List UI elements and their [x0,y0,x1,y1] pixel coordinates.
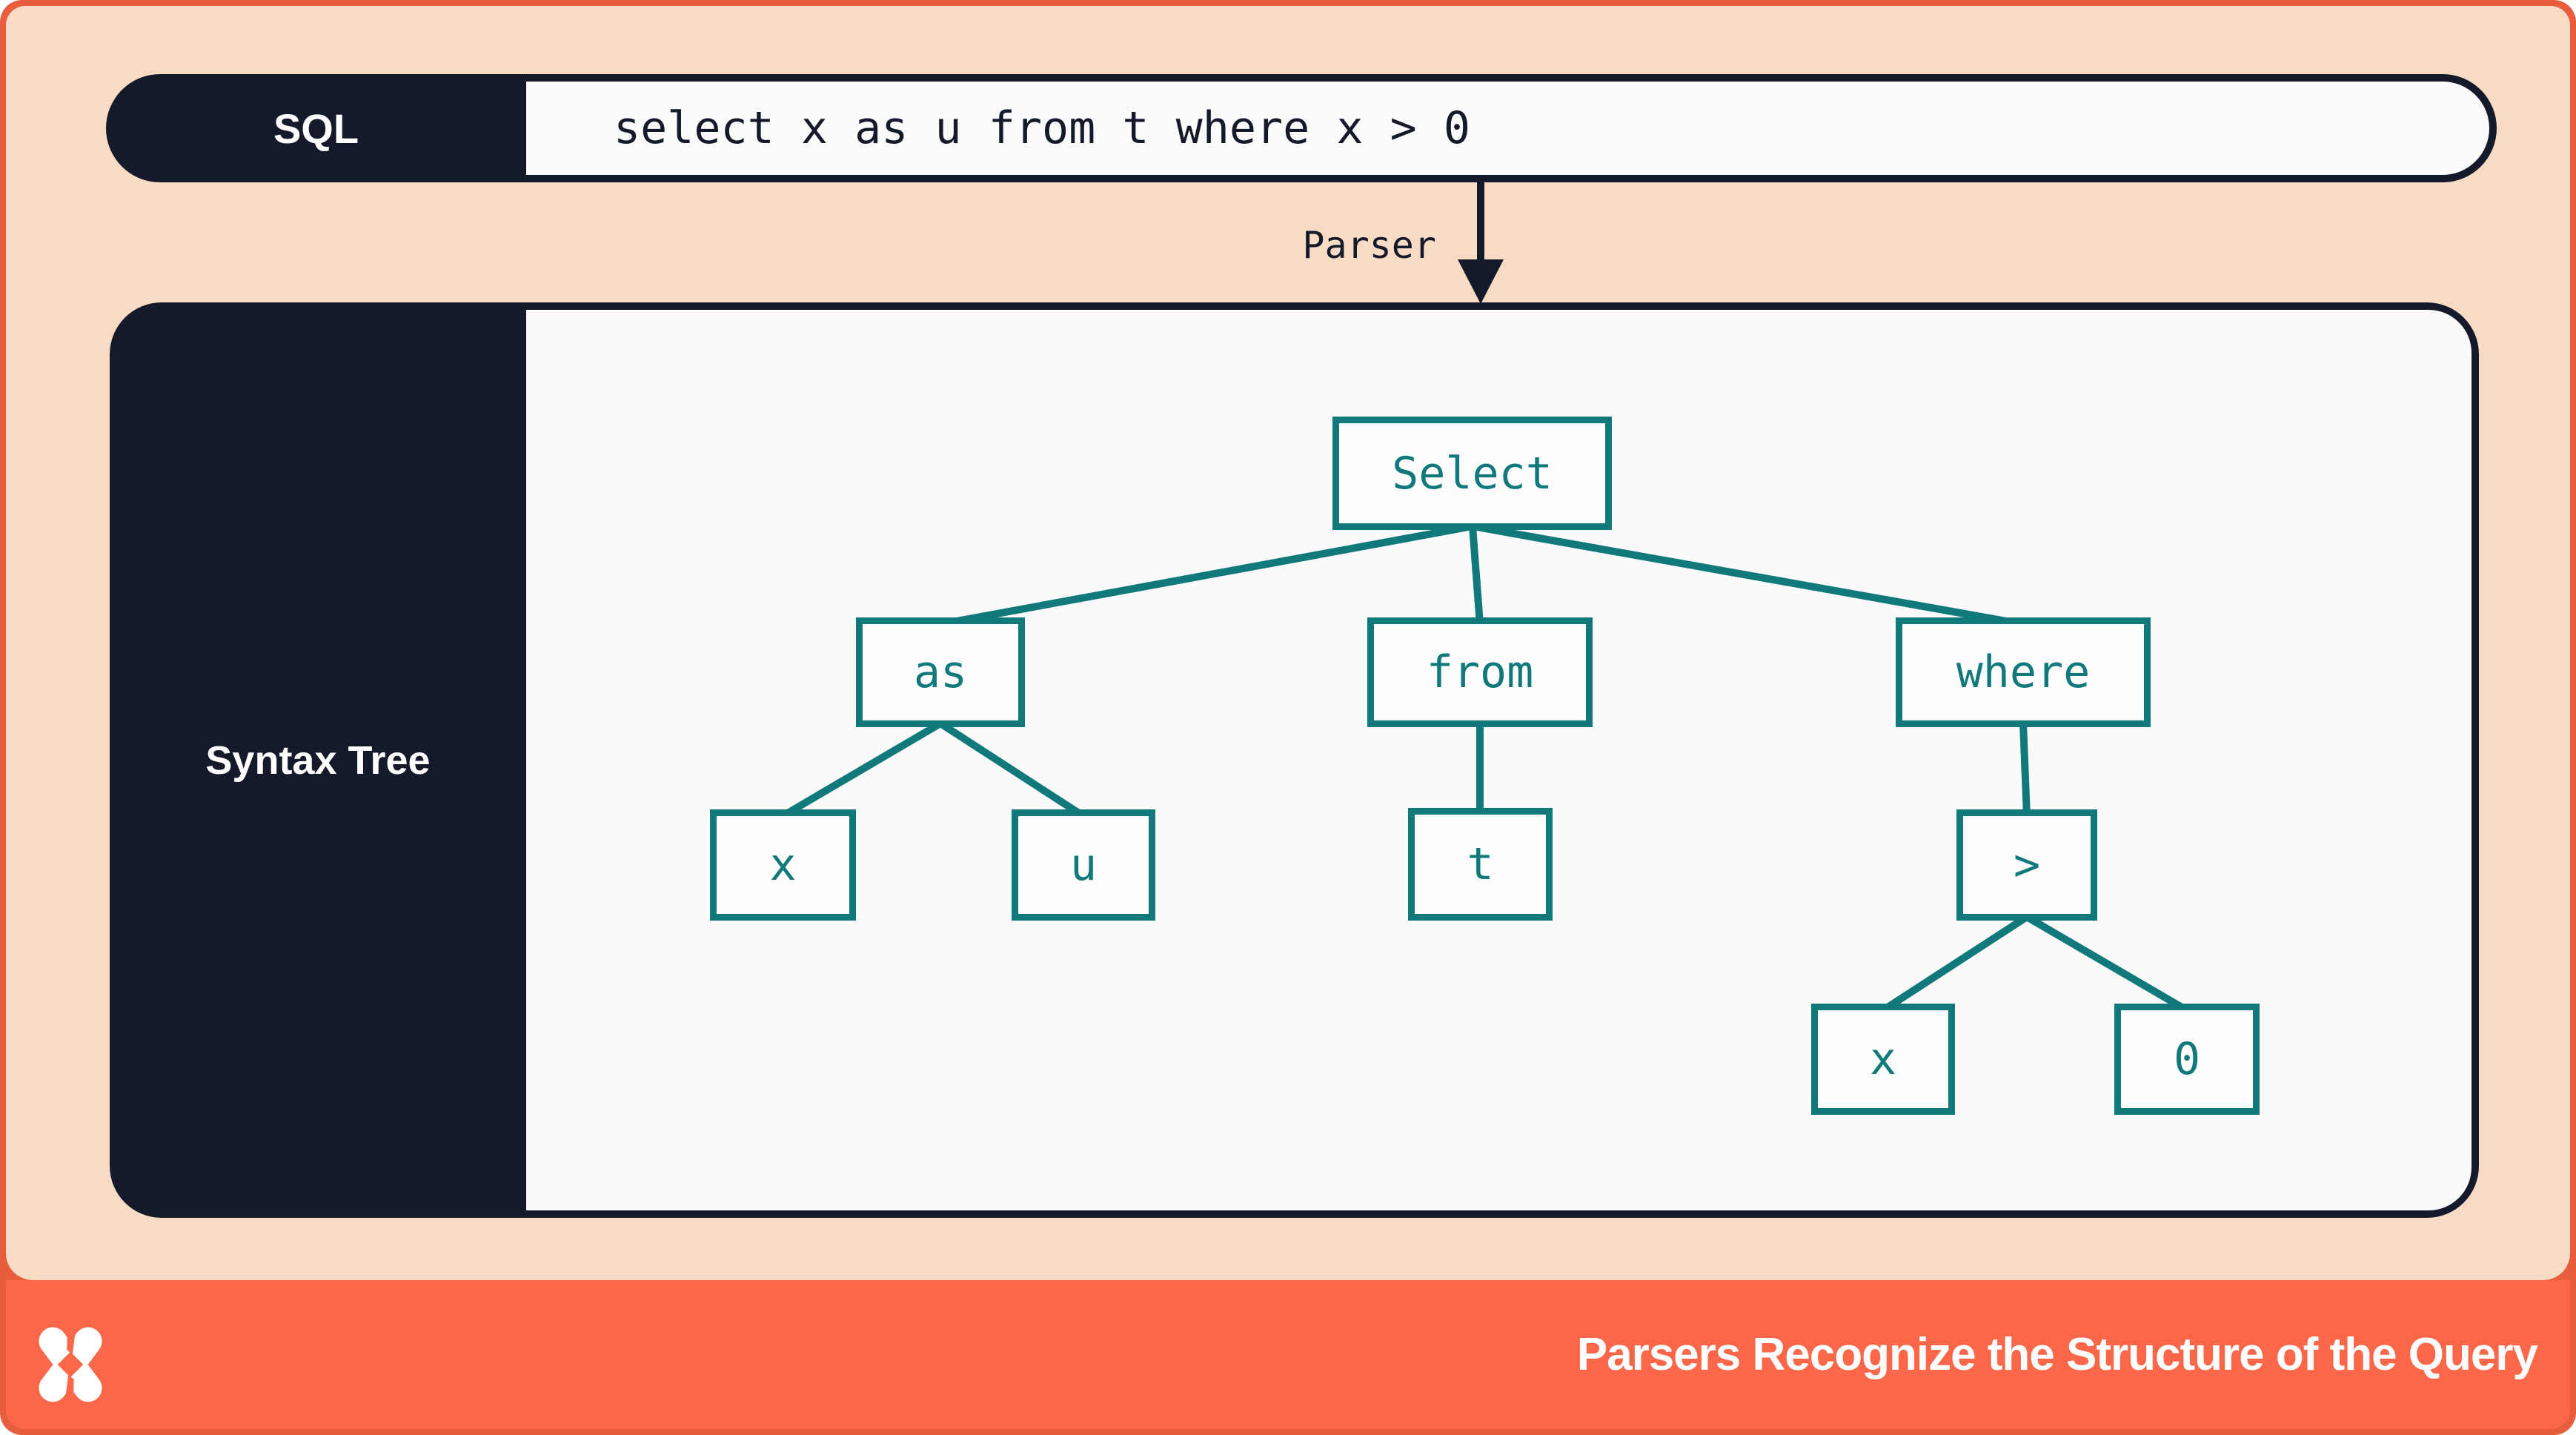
tree-node-from: from [1367,617,1593,727]
tree-node-where: where [1896,617,2151,727]
parser-label: Parser [1302,224,1436,267]
tree-node-select: Select [1332,417,1612,530]
sql-bar: SQL select x as u from t where x > 0 [106,74,2497,182]
sql-bar-label: SQL [273,105,359,152]
tree-node-x-cond: x [1811,1004,1955,1115]
sql-query-text: select x as u from t where x > 0 [614,102,1470,154]
tree-node-t: t [1408,808,1553,921]
parser-arrow-line [1477,182,1484,259]
tree-node-u: u [1012,809,1155,921]
parser-arrow-head-icon [1458,259,1504,304]
sql-code-area: select x as u from t where x > 0 [526,82,2489,175]
tree-node-zero: 0 [2114,1004,2260,1115]
syntax-tree-panel-label: Syntax Tree [205,738,431,783]
pinwheel-x-logo-icon [39,1323,102,1406]
tree-node-x-alias: x [710,809,856,921]
footer-band [6,1280,2570,1429]
footer-title: Parsers Recognize the Structure of the Q… [1576,1329,2538,1380]
tree-node-as: as [856,617,1025,727]
tree-node-greater-than: > [1956,809,2097,921]
